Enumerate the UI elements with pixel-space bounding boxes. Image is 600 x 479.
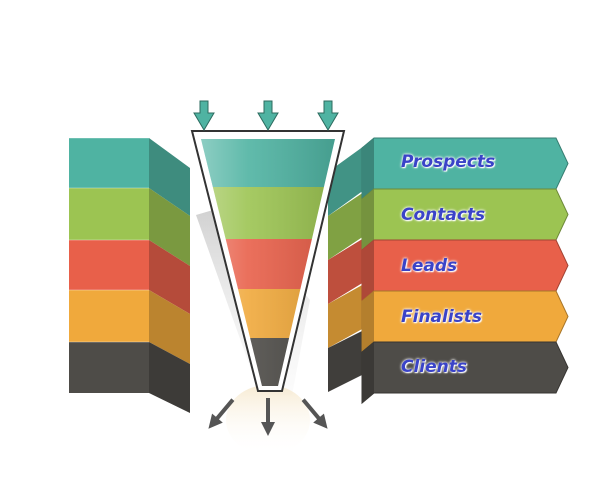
arrow-down-icon [193,100,215,131]
arrow-down-right-icon [301,398,328,429]
arrow-shape [301,398,328,429]
input-arrows [193,100,339,131]
right-back-block-prospects [328,146,364,216]
stage-label-leads: Leads [401,256,458,276]
arrow-down-icon [261,398,275,436]
left-block-front-prospects [69,138,149,188]
right-back-blocks [328,146,364,392]
left-block-front-finalists [69,290,149,342]
left-block-side-leads [149,240,190,314]
arrow-down-icon [317,100,339,131]
arrow-shape [208,398,235,429]
left-block-side-finalists [149,290,190,364]
left-block-side-prospects [149,138,190,216]
stage-tab-side-contacts [362,189,374,250]
left-block-front-clients [69,342,149,393]
right-back-block-contacts [328,192,364,260]
arrow-down-left-icon [208,398,235,429]
right-back-block-finalists [328,284,364,348]
stage-tab-side-prospects [362,138,374,199]
left-block-side-clients [149,342,190,413]
arrow-down-icon [257,100,279,131]
arrow-shape [261,398,275,436]
output-arrows [208,398,328,436]
funnel-gloss [201,139,335,386]
stage-label-prospects: Prospects [401,152,496,172]
funnel [190,130,346,392]
left-blocks [69,137,190,413]
stage-tab-clients [361,341,569,405]
left-block-front-contacts [69,188,149,240]
stage-label-contacts: Contacts [401,205,486,225]
right-tabs [361,137,569,405]
stage-tab-side-clients [362,342,374,403]
stage-tab-side-finalists [362,291,374,352]
stage-label-clients: Clients [401,357,468,377]
right-back-block-clients [328,330,364,392]
right-back-block-leads [328,238,364,304]
stage-label-finalists: Finalists [401,307,483,327]
left-block-front-leads [69,240,149,290]
stage-tab-side-leads [362,240,374,301]
